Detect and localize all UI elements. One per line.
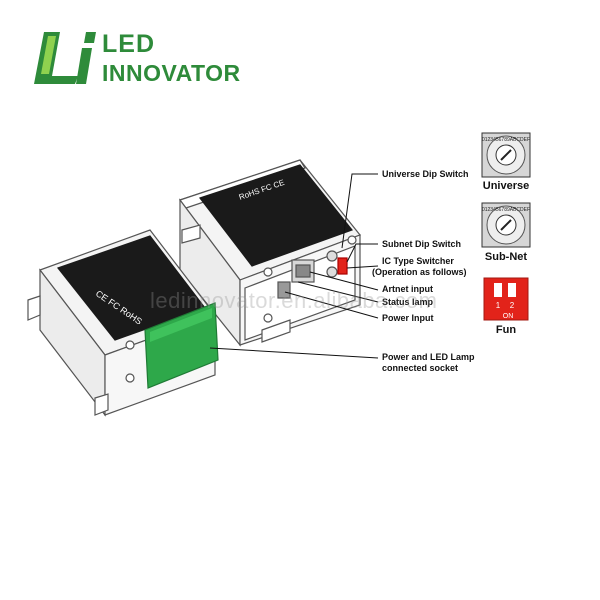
svg-text:0123456789ABCDEF: 0123456789ABCDEF xyxy=(482,207,530,213)
li-logo-mark-icon xyxy=(34,32,96,84)
rear-device: RoHS FC CE xyxy=(179,159,361,347)
svg-text:2: 2 xyxy=(510,301,515,310)
label-socket-line2: connected socket xyxy=(382,363,459,373)
label-artnet-input: Artnet input xyxy=(382,284,433,294)
label-universe-dip-switch: Universe Dip Switch xyxy=(382,169,469,179)
label-socket-line1: Power and LED Lamp xyxy=(382,352,475,362)
universe-dial-icon: 0123456789ABCDEF xyxy=(481,132,531,178)
svg-text:0123456789ABCDEF: 0123456789ABCDEF xyxy=(482,137,530,143)
brand-logo xyxy=(30,28,260,88)
fun-dip-switch-icon: 1 2 ON xyxy=(483,277,529,321)
subnet-dial-icon: 0123456789ABCDEF xyxy=(481,202,531,248)
svg-text:1: 1 xyxy=(496,301,501,310)
caption-fun: Fun xyxy=(495,324,517,336)
watermark: ledinnovator.en.alibaba.com xyxy=(150,288,438,313)
label-power-input: Power Input xyxy=(382,313,434,323)
front-device: CE FC RoHS xyxy=(27,229,219,417)
label-status-lamp: Status lamp xyxy=(382,297,434,307)
caption-universe: Universe xyxy=(482,180,530,192)
leader-lines xyxy=(209,173,379,359)
label-ic-type-switcher: IC Type Switcher xyxy=(382,256,454,266)
label-subnet-dip-switch: Subnet Dip Switch xyxy=(382,239,462,249)
svg-text:ON: ON xyxy=(503,313,514,320)
brand-name-innovator: INNOVATOR xyxy=(102,60,241,86)
label-ic-type-note: (Operation as follows) xyxy=(372,267,467,277)
caption-subnet: Sub-Net xyxy=(484,251,528,263)
brand-name-led: LED xyxy=(102,30,155,58)
